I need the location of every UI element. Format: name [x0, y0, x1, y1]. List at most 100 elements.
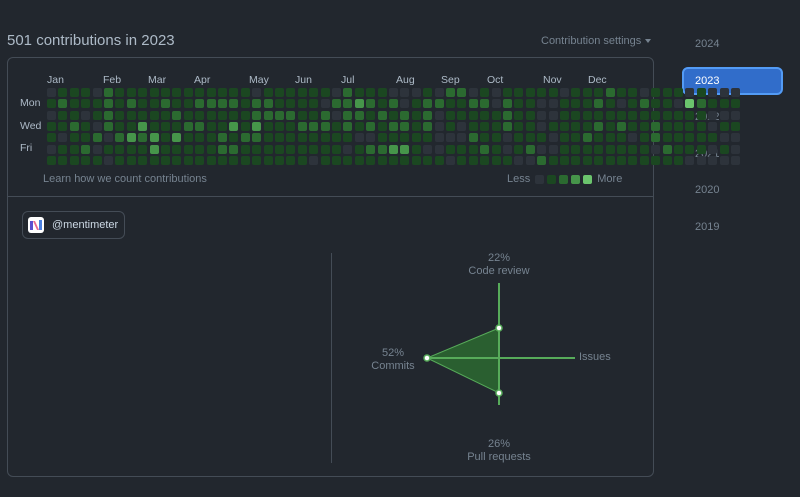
- contribution-day[interactable]: [731, 155, 740, 165]
- contribution-day[interactable]: [377, 121, 387, 131]
- contribution-day[interactable]: [149, 88, 159, 97]
- contribution-day[interactable]: [161, 99, 170, 109]
- contribution-day[interactable]: [548, 155, 558, 165]
- contribution-day[interactable]: [605, 121, 615, 131]
- contribution-day[interactable]: [297, 99, 307, 109]
- contribution-day[interactable]: [286, 133, 296, 143]
- contribution-day[interactable]: [560, 88, 569, 97]
- contribution-day[interactable]: [514, 144, 524, 154]
- learn-contributions-link[interactable]: Learn how we count contributions: [43, 173, 207, 185]
- contribution-day[interactable]: [617, 99, 626, 109]
- contribution-day[interactable]: [240, 110, 250, 120]
- contribution-day[interactable]: [115, 155, 125, 165]
- contribution-day[interactable]: [491, 121, 501, 131]
- contribution-day[interactable]: [354, 121, 364, 131]
- year-link-2024[interactable]: 2024: [695, 38, 720, 50]
- contribution-day[interactable]: [47, 155, 56, 165]
- contribution-day[interactable]: [47, 121, 56, 131]
- contribution-day[interactable]: [594, 99, 604, 109]
- contribution-day[interactable]: [126, 144, 136, 154]
- contribution-day[interactable]: [708, 121, 718, 131]
- contribution-day[interactable]: [343, 110, 353, 120]
- contribution-day[interactable]: [126, 99, 136, 109]
- contribution-day[interactable]: [138, 144, 148, 154]
- contribution-day[interactable]: [719, 144, 729, 154]
- contribution-day[interactable]: [674, 110, 683, 120]
- contribution-day[interactable]: [594, 144, 604, 154]
- contribution-day[interactable]: [183, 133, 193, 143]
- contribution-day[interactable]: [605, 144, 615, 154]
- contribution-day[interactable]: [218, 88, 227, 97]
- contribution-day[interactable]: [297, 88, 307, 97]
- contribution-day[interactable]: [468, 121, 478, 131]
- contribution-day[interactable]: [195, 133, 205, 143]
- contribution-day[interactable]: [354, 133, 364, 143]
- contribution-day[interactable]: [605, 155, 615, 165]
- contribution-day[interactable]: [252, 155, 262, 165]
- contribution-day[interactable]: [320, 110, 330, 120]
- contribution-day[interactable]: [400, 155, 410, 165]
- contribution-day[interactable]: [354, 144, 364, 154]
- contribution-day[interactable]: [81, 155, 91, 165]
- contribution-day[interactable]: [696, 88, 706, 97]
- contribution-day[interactable]: [537, 99, 547, 109]
- contribution-day[interactable]: [332, 121, 341, 131]
- contribution-day[interactable]: [423, 155, 433, 165]
- contribution-day[interactable]: [195, 155, 205, 165]
- contribution-day[interactable]: [674, 155, 683, 165]
- contribution-day[interactable]: [400, 88, 410, 97]
- contribution-day[interactable]: [708, 99, 718, 109]
- contribution-day[interactable]: [628, 155, 638, 165]
- contribution-day[interactable]: [446, 121, 455, 131]
- contribution-day[interactable]: [480, 144, 490, 154]
- contribution-day[interactable]: [639, 133, 649, 143]
- contribution-day[interactable]: [240, 133, 250, 143]
- contribution-day[interactable]: [252, 110, 262, 120]
- contribution-day[interactable]: [229, 110, 239, 120]
- contribution-day[interactable]: [172, 133, 182, 143]
- contribution-day[interactable]: [69, 110, 79, 120]
- contribution-day[interactable]: [594, 121, 604, 131]
- contribution-day[interactable]: [468, 88, 478, 97]
- contribution-day[interactable]: [628, 110, 638, 120]
- contribution-day[interactable]: [138, 133, 148, 143]
- contribution-day[interactable]: [617, 110, 626, 120]
- contribution-day[interactable]: [161, 88, 170, 97]
- contribution-day[interactable]: [69, 144, 79, 154]
- contribution-day[interactable]: [275, 88, 284, 97]
- contribution-day[interactable]: [218, 121, 227, 131]
- contribution-day[interactable]: [731, 99, 740, 109]
- contribution-day[interactable]: [548, 133, 558, 143]
- year-link-2019[interactable]: 2019: [695, 220, 720, 233]
- contribution-day[interactable]: [582, 99, 592, 109]
- contribution-day[interactable]: [457, 88, 467, 97]
- contribution-day[interactable]: [525, 133, 535, 143]
- contribution-day[interactable]: [731, 121, 740, 131]
- contribution-day[interactable]: [685, 110, 695, 120]
- contribution-day[interactable]: [582, 110, 592, 120]
- contribution-day[interactable]: [263, 133, 273, 143]
- contribution-day[interactable]: [617, 121, 626, 131]
- contribution-day[interactable]: [685, 133, 695, 143]
- contribution-day[interactable]: [92, 155, 102, 165]
- contribution-day[interactable]: [457, 133, 467, 143]
- contribution-day[interactable]: [582, 144, 592, 154]
- contribution-day[interactable]: [446, 144, 455, 154]
- contribution-day[interactable]: [161, 155, 170, 165]
- contribution-day[interactable]: [104, 110, 113, 120]
- contribution-day[interactable]: [411, 110, 421, 120]
- contribution-day[interactable]: [332, 155, 341, 165]
- contribution-day[interactable]: [639, 99, 649, 109]
- contribution-day[interactable]: [662, 133, 672, 143]
- contribution-day[interactable]: [218, 155, 227, 165]
- contribution-day[interactable]: [674, 121, 683, 131]
- contribution-day[interactable]: [218, 99, 227, 109]
- contribution-day[interactable]: [47, 88, 56, 97]
- contribution-day[interactable]: [731, 88, 740, 97]
- year-link-2020[interactable]: 2020: [695, 184, 720, 196]
- contribution-day[interactable]: [434, 121, 444, 131]
- contribution-day[interactable]: [480, 133, 490, 143]
- contribution-day[interactable]: [332, 133, 341, 143]
- contribution-day[interactable]: [58, 88, 68, 97]
- contribution-day[interactable]: [491, 155, 501, 165]
